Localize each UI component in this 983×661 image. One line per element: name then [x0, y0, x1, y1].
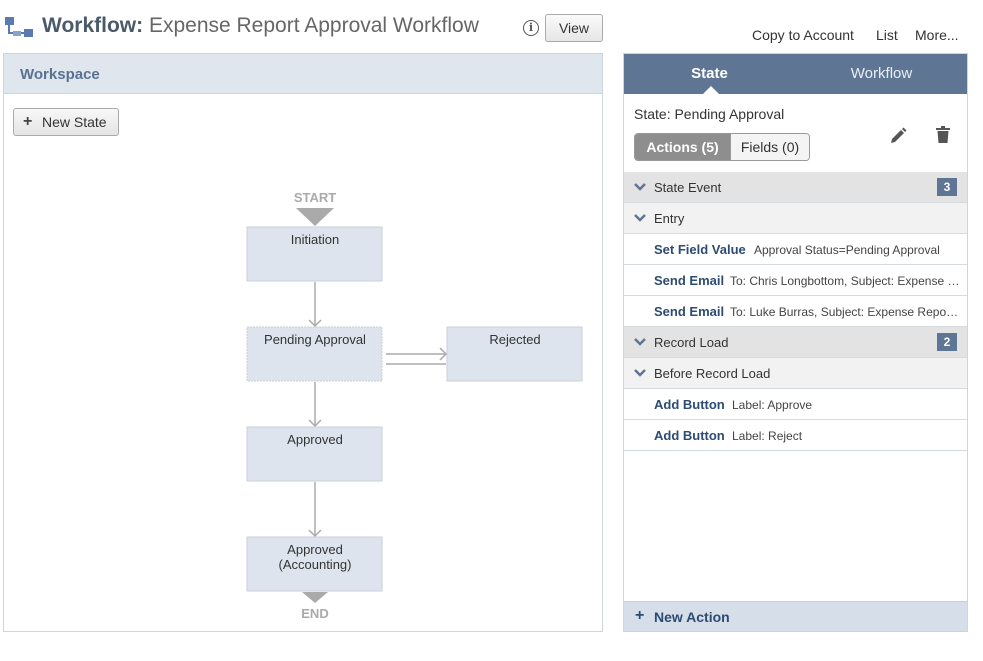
info-icon[interactable]: i: [523, 20, 539, 36]
page-title: Workflow: Expense Report Approval Workfl…: [42, 14, 479, 38]
more-link[interactable]: More...: [915, 27, 959, 43]
tab-state[interactable]: State: [691, 65, 728, 82]
row-label: Before Record Load: [654, 366, 771, 381]
state-label: Pending Approval: [264, 332, 366, 347]
group-row-state-event[interactable]: State Event 3: [624, 172, 967, 203]
state-label: Initiation: [291, 232, 339, 247]
actions-segment[interactable]: Actions (5): [635, 134, 730, 160]
new-action-label: New Action: [654, 609, 730, 625]
action-name-link[interactable]: Set Field Value: [654, 242, 746, 257]
end-label: END: [301, 606, 328, 621]
action-detail: Label: Approve: [732, 398, 813, 412]
state-approved[interactable]: Approved: [246, 426, 383, 482]
state-label: Approved: [287, 432, 343, 447]
count-badge: 2: [937, 333, 957, 351]
trash-icon[interactable]: [935, 125, 951, 145]
row-label: State Event: [654, 180, 722, 195]
view-button[interactable]: View: [545, 14, 603, 42]
workspace-title: Workspace: [20, 66, 100, 83]
action-detail: To: Luke Burras, Subject: Expense Report…: [730, 305, 960, 319]
state-label: Rejected: [489, 332, 540, 347]
pencil-icon[interactable]: [888, 126, 908, 146]
action-row[interactable]: Add Button Label: Approve: [624, 389, 967, 420]
panel-tabs: State Workflow: [624, 54, 967, 94]
active-tab-caret: [703, 86, 719, 94]
state-pending-approval[interactable]: Pending Approval: [246, 326, 383, 382]
group-row-record-load[interactable]: Record Load 2: [624, 327, 967, 358]
state-initiation[interactable]: Initiation: [246, 226, 383, 282]
workspace-panel: Workspace + New State START Initiation P…: [3, 53, 603, 632]
start-marker: [296, 208, 334, 226]
sub-row-before-record-load[interactable]: Before Record Load: [624, 358, 967, 389]
copy-to-account-link[interactable]: Copy to Account: [752, 27, 854, 43]
state-approved-accounting[interactable]: Approved (Accounting): [246, 536, 383, 592]
sub-row-entry[interactable]: Entry: [624, 203, 967, 234]
action-row[interactable]: Add Button Label: Reject: [624, 420, 967, 451]
action-detail: To: Chris Longbottom, Subject: Expense R…: [730, 274, 960, 288]
page-title-prefix: Workflow:: [42, 14, 144, 37]
state-rejected[interactable]: Rejected: [446, 326, 583, 382]
action-detail: Label: Reject: [732, 429, 803, 443]
chevron-down-icon: [634, 214, 646, 222]
chevron-down-icon: [634, 338, 646, 346]
plus-icon: +: [23, 113, 33, 130]
row-label: Entry: [654, 211, 685, 226]
arrowhead: [308, 319, 322, 328]
list-link[interactable]: List: [876, 27, 898, 43]
new-state-label: New State: [42, 114, 107, 130]
action-detail: Approval Status=Pending Approval: [754, 243, 940, 257]
action-name-link[interactable]: Send Email: [654, 304, 725, 319]
end-marker: [302, 592, 328, 603]
workflow-diagram: START Initiation Pending Approval Reject…: [246, 190, 583, 621]
arrowhead: [308, 419, 322, 428]
plus-icon: +: [635, 607, 645, 624]
arrowhead: [308, 529, 322, 538]
action-name-link[interactable]: Send Email: [654, 273, 725, 288]
page-title-name: Expense Report Approval Workflow: [148, 14, 479, 37]
action-row[interactable]: Set Field Value Approval Status=Pending …: [624, 234, 967, 265]
row-label: Record Load: [654, 335, 729, 350]
state-label: Approved: [287, 542, 343, 557]
start-label: START: [294, 190, 336, 205]
new-action-button[interactable]: + New Action: [624, 601, 967, 631]
chevron-down-icon: [634, 183, 646, 191]
workspace-header: Workspace: [4, 54, 602, 94]
action-row[interactable]: Send Email To: Luke Burras, Subject: Exp…: [624, 296, 967, 327]
action-row[interactable]: Send Email To: Chris Longbottom, Subject…: [624, 265, 967, 296]
workflow-app-icon: [5, 17, 33, 37]
new-state-button[interactable]: + New State: [13, 108, 119, 136]
tab-workflow[interactable]: Workflow: [850, 65, 913, 82]
arrowhead: [439, 347, 448, 361]
count-badge: 3: [937, 178, 957, 196]
chevron-down-icon: [634, 369, 646, 377]
action-name-link[interactable]: Add Button: [654, 397, 725, 412]
fields-segment[interactable]: Fields (0): [730, 134, 809, 160]
actions-fields-toggle: Actions (5) Fields (0): [634, 133, 810, 161]
state-details-panel: State Workflow State: Pending Approval A…: [623, 53, 968, 632]
state-label: (Accounting): [279, 557, 352, 572]
state-name: State: Pending Approval: [634, 106, 785, 122]
action-name-link[interactable]: Add Button: [654, 428, 725, 443]
